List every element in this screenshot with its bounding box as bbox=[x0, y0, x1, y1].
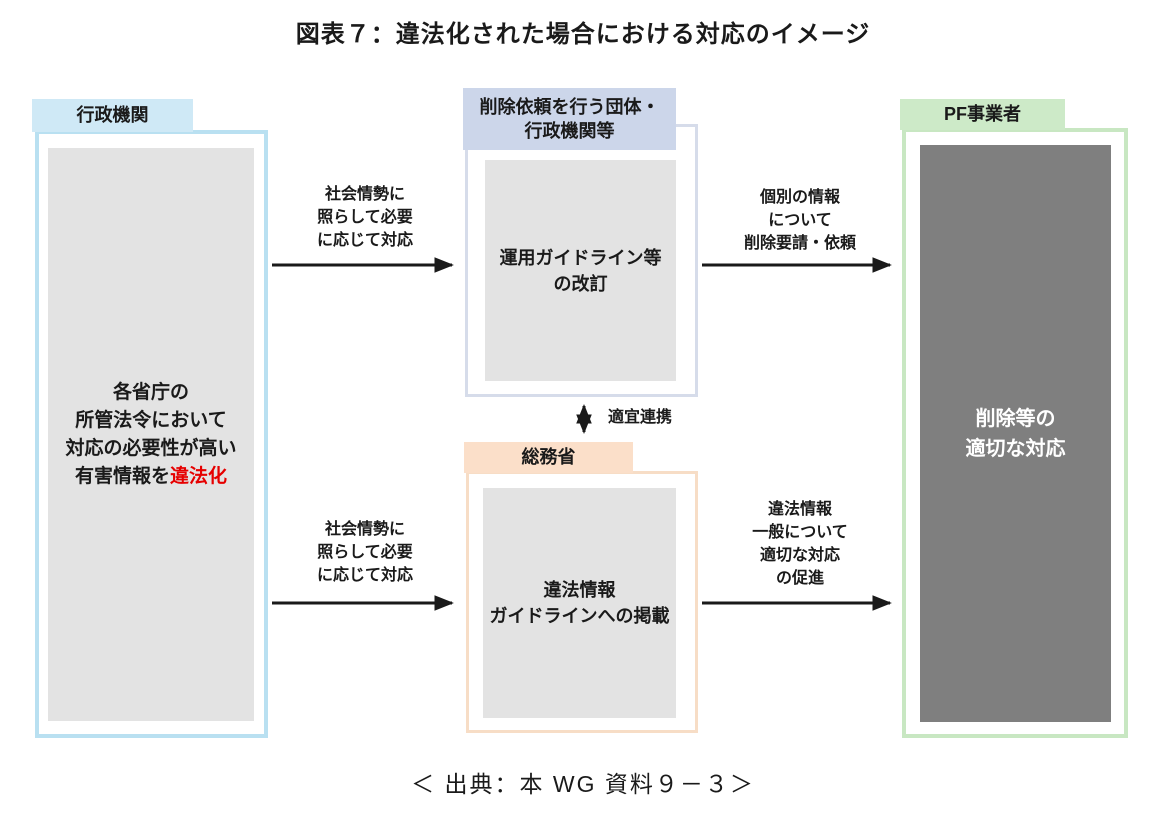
figure-title: 図表７：違法化された場合における対応のイメージ bbox=[295, 21, 871, 48]
left-group-tab: 行政機関 bbox=[32, 99, 193, 132]
mid-top-group-body: 運用ガイドライン等 の改訂 bbox=[485, 160, 676, 381]
arrow-label-top-right: 個別の情報 について 削除要請・依頼 bbox=[712, 186, 888, 255]
source-caption: ＜ 出典：本 WG 資料９－３＞ bbox=[411, 771, 755, 797]
mid-bottom-body-line: 違法情報 bbox=[543, 580, 616, 600]
arrow-label-line: 個別の情報 bbox=[759, 189, 840, 206]
left-group-label: 行政機関 bbox=[76, 105, 149, 126]
left-body-line: 各省庁の bbox=[112, 381, 189, 403]
left-body-line: 対応の必要性が高い bbox=[65, 437, 237, 459]
arrow-label-line: 削除要請・依頼 bbox=[743, 235, 856, 252]
left-body-line4-highlight: 違法化 bbox=[170, 465, 228, 487]
left-group-body: 各省庁の 所管法令において 対応の必要性が高い 有害情報を違法化 bbox=[48, 148, 254, 721]
mid-top-group-label: 削除依頼を行う団体・ 行政機関等 bbox=[480, 95, 660, 144]
mid-bottom-group-tab: 総務省 bbox=[464, 442, 633, 473]
arrow-label-line: 一般について bbox=[752, 524, 848, 541]
mid-top-label-line2: 行政機関等 bbox=[524, 121, 615, 141]
arrow-label-line: 適切な対応 bbox=[759, 547, 840, 564]
mid-top-group-tab: 削除依頼を行う団体・ 行政機関等 bbox=[463, 88, 676, 150]
left-body-line: 所管法令において bbox=[75, 409, 227, 431]
arrow-label-line: に応じて対応 bbox=[316, 567, 413, 584]
arrow-label-line: 照らして必要 bbox=[317, 209, 413, 226]
arrow-label-bottom-left: 社会情勢に 照らして必要 に応じて対応 bbox=[285, 518, 445, 587]
arrow-label-line: 適宜連携 bbox=[608, 409, 673, 426]
right-body-line: 削除等の bbox=[975, 407, 1056, 430]
arrow-label-line: 違法情報 bbox=[767, 501, 832, 518]
right-body-line: 適切な対応 bbox=[965, 437, 1066, 460]
mid-bottom-group-label: 総務省 bbox=[521, 447, 576, 468]
right-group-body: 削除等の 適切な対応 bbox=[920, 145, 1111, 722]
left-body-line4-prefix: 有害情報を bbox=[74, 465, 170, 487]
right-group-tab: PF事業者 bbox=[900, 99, 1065, 130]
arrow-label-top-left: 社会情勢に 照らして必要 に応じて対応 bbox=[285, 183, 445, 252]
arrow-label-line: 照らして必要 bbox=[317, 544, 413, 561]
arrow-label-link: 適宜連携 bbox=[608, 406, 708, 429]
mid-top-label-line1: 削除依頼を行う団体・ bbox=[479, 96, 660, 117]
arrow-label-line: について bbox=[768, 212, 832, 229]
mid-bottom-group-body: 違法情報 ガイドラインへの掲載 bbox=[483, 488, 676, 718]
arrow-label-bottom-right: 違法情報 一般について 適切な対応 の促進 bbox=[712, 498, 888, 590]
arrow-label-line: 社会情勢に bbox=[324, 186, 405, 203]
mid-top-body-line: の改訂 bbox=[553, 273, 608, 294]
mid-top-body-line: 運用ガイドライン等 bbox=[499, 247, 662, 268]
arrow-label-line: に応じて対応 bbox=[316, 232, 413, 249]
mid-bottom-body-line: ガイドラインへの掲載 bbox=[489, 606, 670, 626]
right-group-label: PF事業者 bbox=[943, 104, 1021, 125]
arrow-label-line: の促進 bbox=[775, 570, 824, 587]
arrow-label-line: 社会情勢に bbox=[324, 521, 405, 538]
left-body-line: 有害情報を違法化 bbox=[75, 463, 227, 491]
